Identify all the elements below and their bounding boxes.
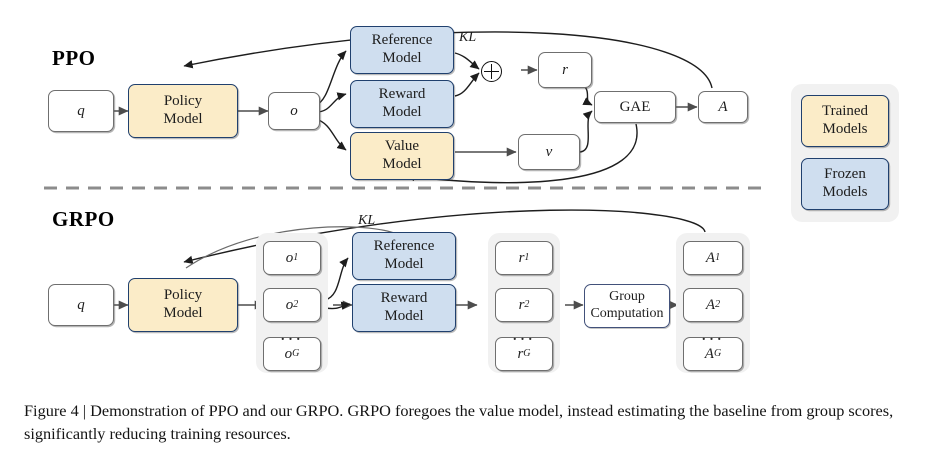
grpo-reward-2-base: r (518, 296, 525, 313)
ppo-value-model-line2: Model (382, 156, 422, 172)
ppo-plus-icon (481, 61, 502, 82)
ppo-kl-merge-curves (454, 52, 480, 97)
ppo-reward-model-line1: Reward (378, 86, 426, 103)
legend-trained-models: Trained Models (801, 95, 889, 147)
legend-trained-line1: Trained (821, 103, 869, 120)
ppo-edge-label-kl: KL (459, 30, 477, 45)
grpo-advantage-2-base: A (705, 296, 716, 313)
grpo-fanout-curves (324, 257, 351, 310)
grpo-advantage-1-sub: 1 (715, 252, 721, 264)
grpo-edge-label-kl: KL (358, 213, 376, 228)
grpo-reward-model-line1: Reward (380, 290, 428, 307)
ppo-node-value-model[interactable]: Value Model (350, 132, 454, 180)
grpo-advantages-ellipsis: ... (701, 324, 725, 345)
ppo-node-q[interactable]: q (48, 90, 114, 132)
section-title-ppo: PPO (52, 46, 96, 70)
ppo-node-gae[interactable]: GAE (594, 91, 676, 123)
grpo-advantage-g-sub: G (713, 348, 722, 360)
grpo-policy-model-line1: Policy (163, 287, 203, 304)
ppo-policy-model-line1: Policy (163, 93, 203, 110)
grpo-node-reward-model[interactable]: Reward Model (352, 284, 456, 332)
grpo-reward-2-sub: 2 (524, 299, 530, 311)
ppo-fanout-curves (315, 50, 347, 151)
grpo-output-2-base: o (285, 296, 294, 313)
grpo-node-reference-model[interactable]: Reference Model (352, 232, 456, 280)
grpo-group-computation-line2: Computation (590, 306, 664, 321)
legend-trained-line2: Models (822, 121, 868, 137)
grpo-output-1-sub: 1 (293, 252, 299, 264)
grpo-node-policy-model[interactable]: Policy Model (128, 278, 238, 332)
grpo-reward-1-base: r (518, 249, 525, 266)
ppo-value-feedback-curve (405, 123, 638, 184)
grpo-output-1-base: o (285, 249, 294, 266)
grpo-node-q[interactable]: q (48, 284, 114, 326)
ppo-node-v[interactable]: v (518, 134, 580, 170)
grpo-reward-g-base: r (517, 345, 524, 362)
grpo-rewards-ellipsis: ... (512, 324, 536, 345)
ppo-policy-model-line2: Model (163, 111, 203, 127)
ppo-node-reference-model[interactable]: Reference Model (350, 26, 454, 74)
grpo-group-computation-line1: Group (609, 289, 645, 305)
ppo-node-o[interactable]: o (268, 92, 320, 130)
grpo-reward-g-sub: G (523, 348, 531, 360)
legend-frozen-line2: Models (822, 184, 868, 200)
grpo-reference-model-line1: Reference (373, 238, 435, 255)
grpo-output-2-sub: 2 (293, 299, 299, 311)
grpo-output-g-base: o (284, 345, 293, 362)
grpo-outputs-ellipsis: ... (280, 324, 304, 345)
ppo-arrows (114, 65, 698, 157)
grpo-node-group-computation[interactable]: Group Computation (584, 284, 670, 328)
grpo-reward-1-sub: 1 (524, 252, 530, 264)
legend-frozen-models: Frozen Models (801, 158, 889, 210)
grpo-advantage-g-base: A (704, 345, 714, 362)
ppo-policy-feedback-curve (183, 31, 713, 89)
section-title-grpo: GRPO (52, 207, 115, 231)
grpo-kl-curve (185, 226, 401, 269)
grpo-reference-model-line2: Model (384, 256, 424, 272)
ppo-value-model-line1: Value (384, 138, 420, 155)
grpo-output-g-sub: G (292, 348, 300, 360)
ppo-node-policy-model[interactable]: Policy Model (128, 84, 238, 138)
ppo-reward-model-line2: Model (382, 104, 422, 120)
ppo-node-r[interactable]: r (538, 52, 592, 88)
grpo-advantage-1-base: A (705, 249, 716, 266)
ppo-reference-model-line2: Model (382, 50, 422, 66)
ppo-node-reward-model[interactable]: Reward Model (350, 80, 454, 128)
grpo-reward-model-line2: Model (384, 308, 424, 324)
ppo-reference-model-line1: Reference (371, 32, 433, 49)
figure-caption: Figure 4 | Demonstration of PPO and our … (24, 401, 894, 444)
ppo-gae-input-curves (579, 81, 593, 153)
legend-frozen-line1: Frozen (824, 166, 866, 183)
grpo-advantage-2-sub: 2 (715, 299, 721, 311)
grpo-policy-model-line2: Model (163, 305, 203, 321)
ppo-node-a[interactable]: A (698, 91, 748, 123)
